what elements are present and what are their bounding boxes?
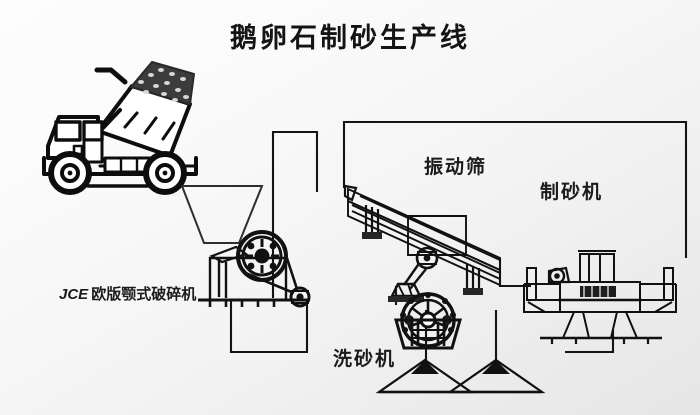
truck-window-rear xyxy=(82,120,104,142)
sandmaker-floor-feet xyxy=(550,338,650,344)
jaw-crusher xyxy=(198,230,311,308)
truck-window-front xyxy=(54,120,82,142)
screen-spring-front xyxy=(362,205,382,239)
screen-mesh-line-2 xyxy=(351,210,501,280)
sand-maker xyxy=(523,250,677,344)
sand-washer xyxy=(394,292,462,350)
truck-hoist-arm xyxy=(94,67,128,85)
screen-mesh-line-1 xyxy=(351,204,501,274)
feed-hopper xyxy=(180,185,264,244)
label-vibrating-screen: 振动筛 xyxy=(424,157,488,178)
flow-line-crusher-to-screen xyxy=(271,130,319,298)
sandmaker-leg-right xyxy=(609,311,639,339)
truck-door-panel xyxy=(82,138,104,164)
sandmaker-leg-left xyxy=(561,311,591,339)
truck-wheel-front xyxy=(48,151,92,195)
truck-bed-ribs xyxy=(123,111,176,141)
stockpile-left-cap xyxy=(411,360,439,374)
sandmaker-right-wing xyxy=(640,267,677,313)
screen-exciter xyxy=(403,246,439,290)
screen-side-rail xyxy=(359,195,501,261)
page-title: 鹅卵石制砂生产线 xyxy=(230,23,470,53)
vibrating-screen xyxy=(343,184,501,302)
screen-motor-base xyxy=(388,282,424,302)
sandmaker-left-wing xyxy=(523,267,560,313)
flow-line-screen-to-sandmaker xyxy=(342,120,688,258)
truck-gravel-load xyxy=(130,61,195,105)
sandmaker-drive xyxy=(547,266,571,285)
crusher-belt-top xyxy=(281,245,299,290)
screen-drive-belt xyxy=(403,264,419,286)
flow-line-crusher-down xyxy=(229,300,309,354)
washer-frame-ribs xyxy=(410,320,446,346)
screen-drive-belt-2 xyxy=(409,268,427,290)
truck-hoist-link xyxy=(101,108,122,130)
crusher-belt-bottom xyxy=(242,270,295,295)
hopper-body xyxy=(180,185,264,244)
screen-deck-front xyxy=(347,199,501,287)
crusher-motor-pulley xyxy=(289,286,311,308)
screen-back-frame-2 xyxy=(408,215,467,240)
label-sand-washer: 洗砂机 xyxy=(333,349,397,370)
screen-inlet-lip xyxy=(343,184,358,202)
label-sand-maker: 制砂机 xyxy=(540,182,604,203)
gravel-texture xyxy=(138,68,189,102)
truck-wheel-rear xyxy=(143,151,187,195)
sandmaker-rotor-pack xyxy=(580,286,616,297)
dump-truck-illustration xyxy=(42,61,198,195)
crusher-feet xyxy=(208,300,276,307)
label-jaw-crusher-model: JCE xyxy=(59,286,89,303)
stockpile-right-cap xyxy=(482,360,510,374)
label-jaw-crusher-name: 欧版颚式破碎机 xyxy=(91,286,197,303)
washer-wheel-teeth xyxy=(400,292,456,333)
flow-line-sandmaker-out xyxy=(565,330,615,354)
sandmaker-feed-box xyxy=(579,253,615,283)
stockpiles xyxy=(375,358,546,394)
screen-spring-rear xyxy=(463,264,483,295)
